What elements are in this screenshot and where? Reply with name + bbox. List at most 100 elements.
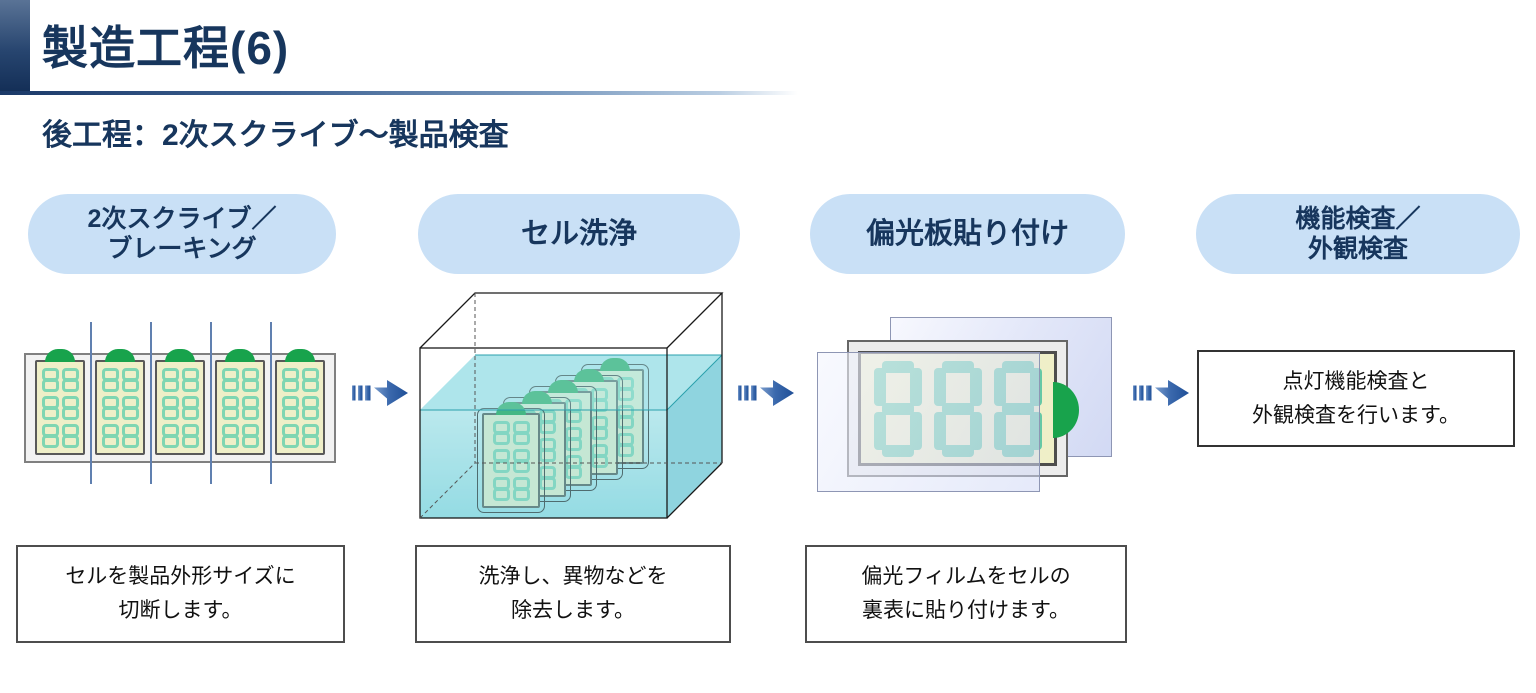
cleaning-tank-illustration [410,288,745,528]
desc-line: 偏光フィルムをセルの [861,565,1071,589]
digit-eight-icon [616,432,634,457]
page-title: 製造工程(6) [42,22,290,74]
lcd-cell-face [277,362,323,453]
lcd-cell-face [97,362,143,453]
digit-eight-icon [101,367,119,392]
digit-eight-icon [512,476,530,501]
scribe-cut-line [270,322,272,484]
inspection-note-box: 点灯機能検査と 外観検査を行います。 [1197,350,1515,447]
digit-eight-icon [121,367,139,392]
lcd-cell [155,349,205,455]
digit-eight-icon [161,395,179,420]
digit-eight-icon [241,395,259,420]
lcd-cell [215,349,265,455]
desc-line: 裏表に貼り付けます。 [862,599,1070,622]
pill-label-line: ブレーキング [107,235,257,263]
cell-clip-icon [105,349,135,362]
digit-eight-icon [181,367,199,392]
cell-clip-icon [165,349,195,362]
cell-clip-icon [285,349,315,362]
digit-eight-icon [41,395,59,420]
desc-box-secondary-scribe: セルを製品外形サイズに 切断します。 [16,545,345,643]
desc-box-cell-cleaning: 洗浄し、異物などを 除去します。 [415,545,731,643]
lcd-cell-face [217,362,263,453]
desc-box-polarizer-attach: 偏光フィルムをセルの 裏表に貼り付けます。 [805,545,1127,643]
digit-eight-icon [61,367,79,392]
pill-label-line: セル洗浄 [520,217,637,250]
digit-eight-icon [281,423,299,448]
lcd-cell [477,402,545,513]
digit-eight-icon [61,423,79,448]
desc-line: セルを製品外形サイズに [65,565,296,589]
polarizer-film-front [817,352,1040,492]
digit-eight-icon [61,395,79,420]
flow-arrow-icon [1133,380,1189,406]
polarizer-attach-illustration [810,308,1150,503]
digit-eight-icon [616,376,634,401]
flow-arrow-icon [352,380,408,406]
scribe-cut-line [150,322,152,484]
digit-eight-icon [564,454,582,479]
desc-line: 洗浄し、異物などを [478,565,668,589]
lcd-cell-face [37,362,83,453]
digit-eight-icon [616,404,634,429]
desc-line: 切断します。 [118,599,243,622]
digit-eight-icon [492,420,510,445]
digit-eight-icon [41,423,59,448]
digit-eight-icon [101,395,119,420]
pill-label-line: 機能検査／ [1295,205,1421,233]
note-line: 外観検査を行います。 [1252,403,1460,427]
step-pill-polarizer-attach: 偏光板貼り付け [810,194,1125,274]
digit-eight-icon [41,367,59,392]
cell-clip-icon [225,349,255,362]
lcd-cell [275,349,325,455]
digit-eight-icon [281,395,299,420]
digit-eight-icon [181,395,199,420]
digit-eight-icon [221,395,239,420]
step-pill-cell-cleaning: セル洗浄 [418,194,740,274]
pill-label-line: 外観検査 [1307,235,1408,263]
digit-eight-icon [161,367,179,392]
lcd-cell-face [484,415,538,506]
digit-eight-icon [281,367,299,392]
flow-arrow-icon [738,380,794,406]
digit-eight-icon [161,423,179,448]
digit-eight-icon [538,437,556,462]
title-accent-bar [0,0,30,93]
step-pill-secondary-scribe: 2次スクライブ／ ブレーキング [28,194,336,274]
digit-eight-icon [301,367,319,392]
digit-eight-icon [538,465,556,490]
digit-eight-icon [121,423,139,448]
pill-label-line: 偏光板貼り付け [865,217,1069,250]
pill-label-line: 2次スクライブ／ [87,205,277,233]
lcd-cell [35,349,85,455]
digit-eight-icon [564,426,582,451]
title-rule [0,91,798,95]
digit-eight-icon [301,423,319,448]
note-line: 点灯機能検査と [1282,369,1430,393]
digit-eight-icon [590,387,608,412]
scribe-cut-line [210,322,212,484]
lcd-cell-face [157,362,203,453]
digit-eight-icon [241,367,259,392]
desc-line: 除去します。 [511,599,635,622]
digit-eight-icon [121,395,139,420]
digit-eight-icon [181,423,199,448]
cell-clip-icon [45,349,75,362]
digit-eight-icon [538,409,556,434]
page-subtitle: 後工程：2次スクライブ～製品検査 [42,119,509,152]
digit-eight-icon [512,448,530,473]
digit-eight-icon [564,398,582,423]
scribe-cut-line [90,322,92,484]
digit-eight-icon [492,476,510,501]
digit-eight-icon [590,415,608,440]
digit-eight-icon [492,448,510,473]
digit-eight-icon [221,423,239,448]
digit-eight-icon [221,367,239,392]
digit-eight-icon [101,423,119,448]
digit-eight-icon [590,443,608,468]
digit-eight-icon [301,395,319,420]
scribed-strip-illustration [16,318,346,528]
digit-eight-icon [241,423,259,448]
